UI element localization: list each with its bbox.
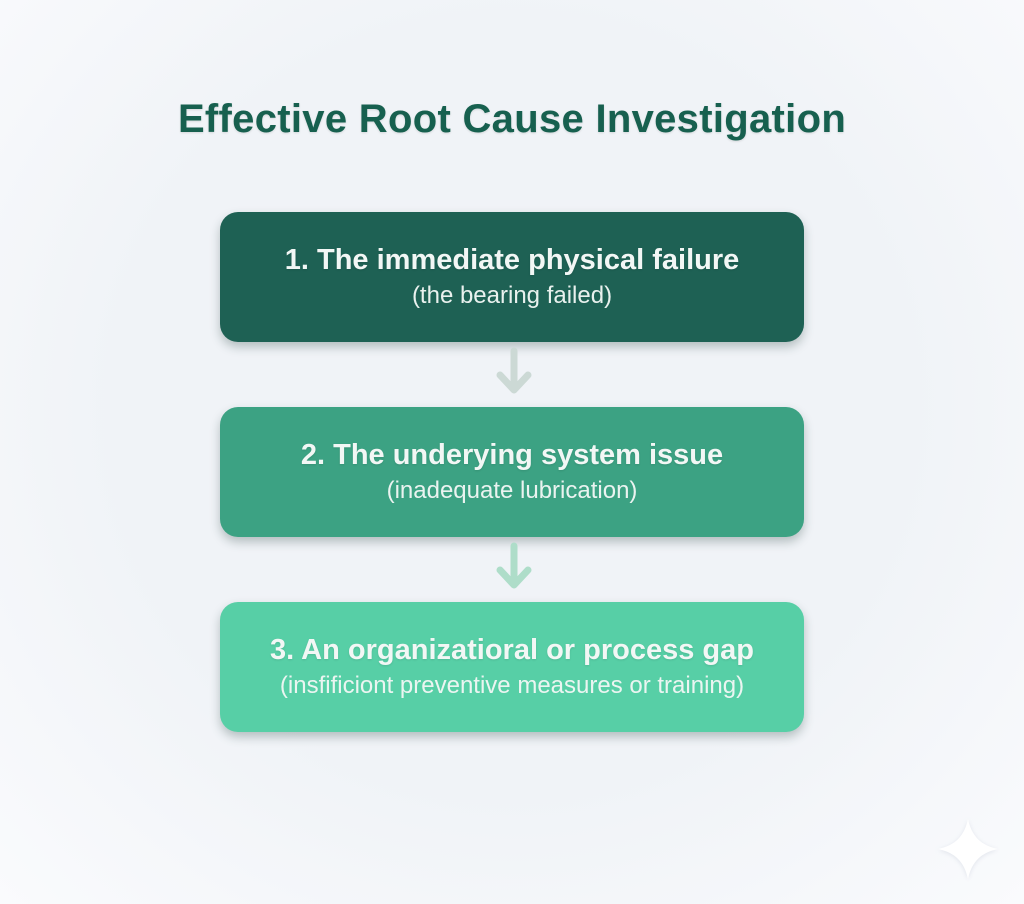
step-heading: 3. An organizatioral or process gap — [270, 634, 754, 667]
step-box-immediate-failure: 1. The immediate physical failure (the b… — [220, 212, 804, 342]
down-arrow-icon — [486, 540, 542, 596]
step-box-system-issue: 2. The underying system issue (inadequat… — [220, 407, 804, 537]
step-subtext: (the bearing failed) — [411, 282, 613, 310]
step-subtext: (insfificiont preventive measures or tra… — [279, 672, 745, 700]
down-arrow-icon — [486, 345, 542, 401]
step-box-process-gap: 3. An organizatioral or process gap (ins… — [220, 602, 804, 732]
page-title: Effective Root Cause Investigation — [177, 96, 847, 141]
step-subtext: (inadequate lubrication) — [386, 477, 638, 505]
step-heading: 2. The underying system issue — [300, 439, 724, 472]
step-heading: 1. The immediate physical failure — [284, 244, 740, 277]
sparkle-icon — [936, 817, 1000, 881]
